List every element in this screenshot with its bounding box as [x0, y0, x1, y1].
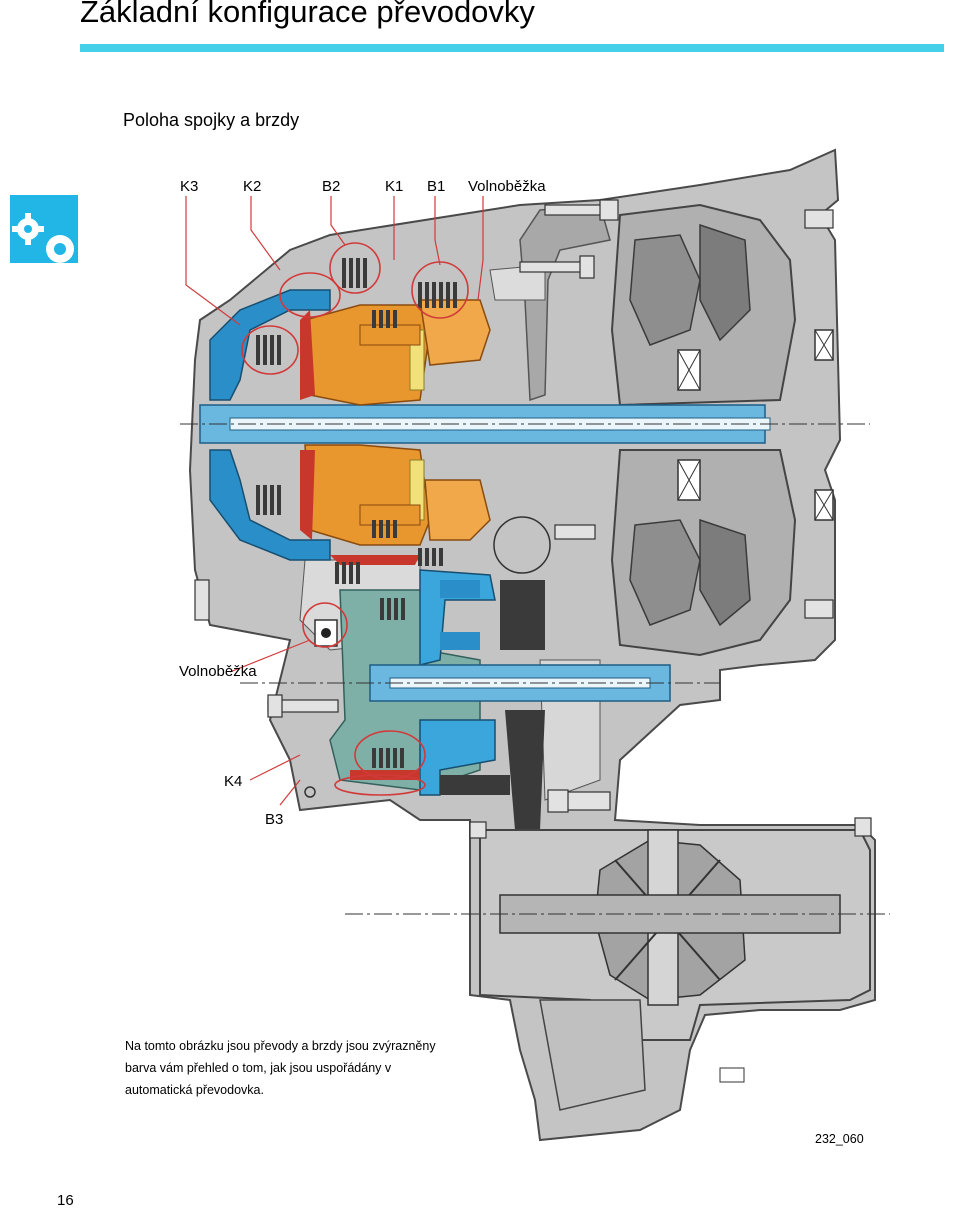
label-freewheel-top: Volnoběžka	[468, 178, 546, 195]
figure-caption: Na tomto obrázku jsou převody a brzdy js…	[125, 1035, 465, 1101]
label-k3: K3	[180, 178, 199, 195]
label-k1: K1	[385, 178, 404, 195]
highlight-circles	[241, 242, 469, 796]
label-k2: K2	[243, 178, 262, 195]
bolts	[194, 199, 872, 839]
caption-line: automatická převodovka.	[125, 1083, 264, 1097]
label-b3: B3	[265, 811, 284, 828]
caption-line: barva vám přehled o tom, jak jsou uspořá…	[125, 1061, 392, 1075]
label-k4: K4	[224, 773, 243, 790]
figure-id: 232_060	[815, 1132, 864, 1146]
differential	[345, 829, 890, 1111]
output-gearset	[240, 569, 720, 830]
planetary-gearset	[300, 299, 491, 565]
label-b2: B2	[322, 178, 341, 195]
torque-converter	[610, 203, 834, 657]
label-b1: B1	[427, 178, 446, 195]
clutch-plates	[256, 258, 457, 584]
figure-subtitle: Poloha spojky a brzdy	[123, 110, 300, 130]
title-underline	[80, 44, 944, 52]
page-title: Základní konfigurace převodovky	[80, 0, 535, 29]
gear-logo-icon	[10, 195, 78, 263]
label-freewheel-mid: Volnoběžka	[179, 663, 257, 680]
page-number: 16	[57, 1192, 74, 1209]
leader-lines	[185, 196, 484, 806]
caption-line: Na tomto obrázku jsou převody a brzdy js…	[125, 1039, 436, 1053]
